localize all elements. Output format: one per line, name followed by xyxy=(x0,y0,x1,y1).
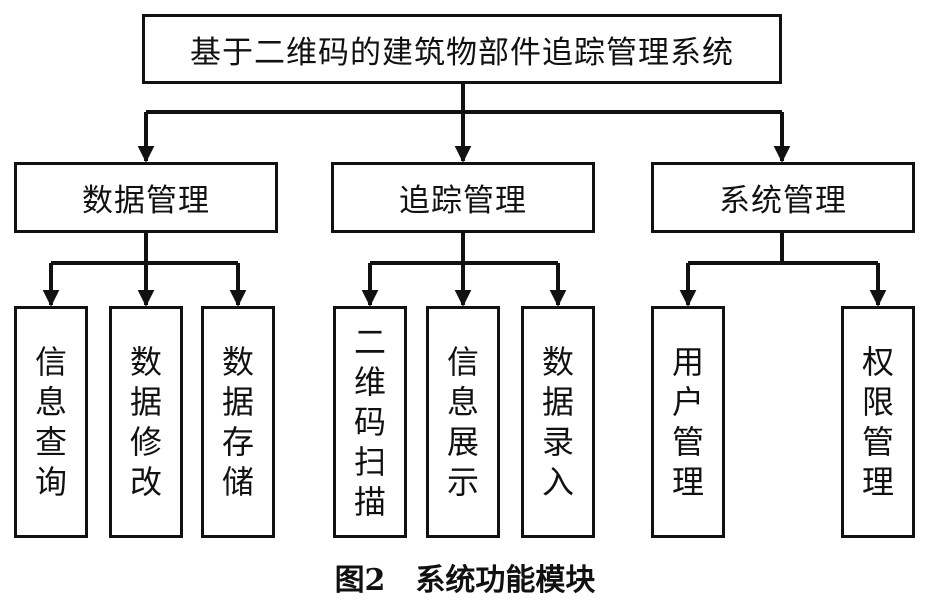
leaf-label: 数据存储 xyxy=(221,343,254,501)
module-node-tracking-management: 追踪管理 xyxy=(331,162,595,233)
module-node-system-management: 系统管理 xyxy=(651,162,915,233)
leaf-node-data-modify: 数据修改 xyxy=(109,306,183,538)
leaf-label: 信息查询 xyxy=(34,343,67,501)
leaf-label: 用户管理 xyxy=(671,343,704,501)
leaf-label: 二维码扫描 xyxy=(353,323,386,521)
leaf-node-data-entry: 数据录入 xyxy=(521,306,595,538)
leaf-node-user-management: 用户管理 xyxy=(651,306,725,538)
leaf-node-info-display: 信息展示 xyxy=(426,306,500,538)
root-node-label: 基于二维码的建筑物部件追踪管理系统 xyxy=(190,34,734,71)
module-node-data-management: 数据管理 xyxy=(14,162,278,233)
module-label: 系统管理 xyxy=(719,183,847,219)
leaf-label: 信息展示 xyxy=(446,343,479,501)
leaf-label: 数据录入 xyxy=(541,343,574,501)
leaf-node-qr-scan: 二维码扫描 xyxy=(333,306,407,538)
root-node: 基于二维码的建筑物部件追踪管理系统 xyxy=(142,14,782,84)
leaf-node-data-storage: 数据存储 xyxy=(201,306,275,538)
module-label: 追踪管理 xyxy=(399,183,527,219)
figure-caption: 图2 系统功能模块 xyxy=(334,563,596,598)
leaf-label: 数据修改 xyxy=(129,343,162,501)
leaf-node-info-query: 信息查询 xyxy=(14,306,88,538)
module-label: 数据管理 xyxy=(82,183,210,219)
leaf-node-permission-management: 权限管理 xyxy=(841,306,915,538)
leaf-label: 权限管理 xyxy=(861,343,894,501)
